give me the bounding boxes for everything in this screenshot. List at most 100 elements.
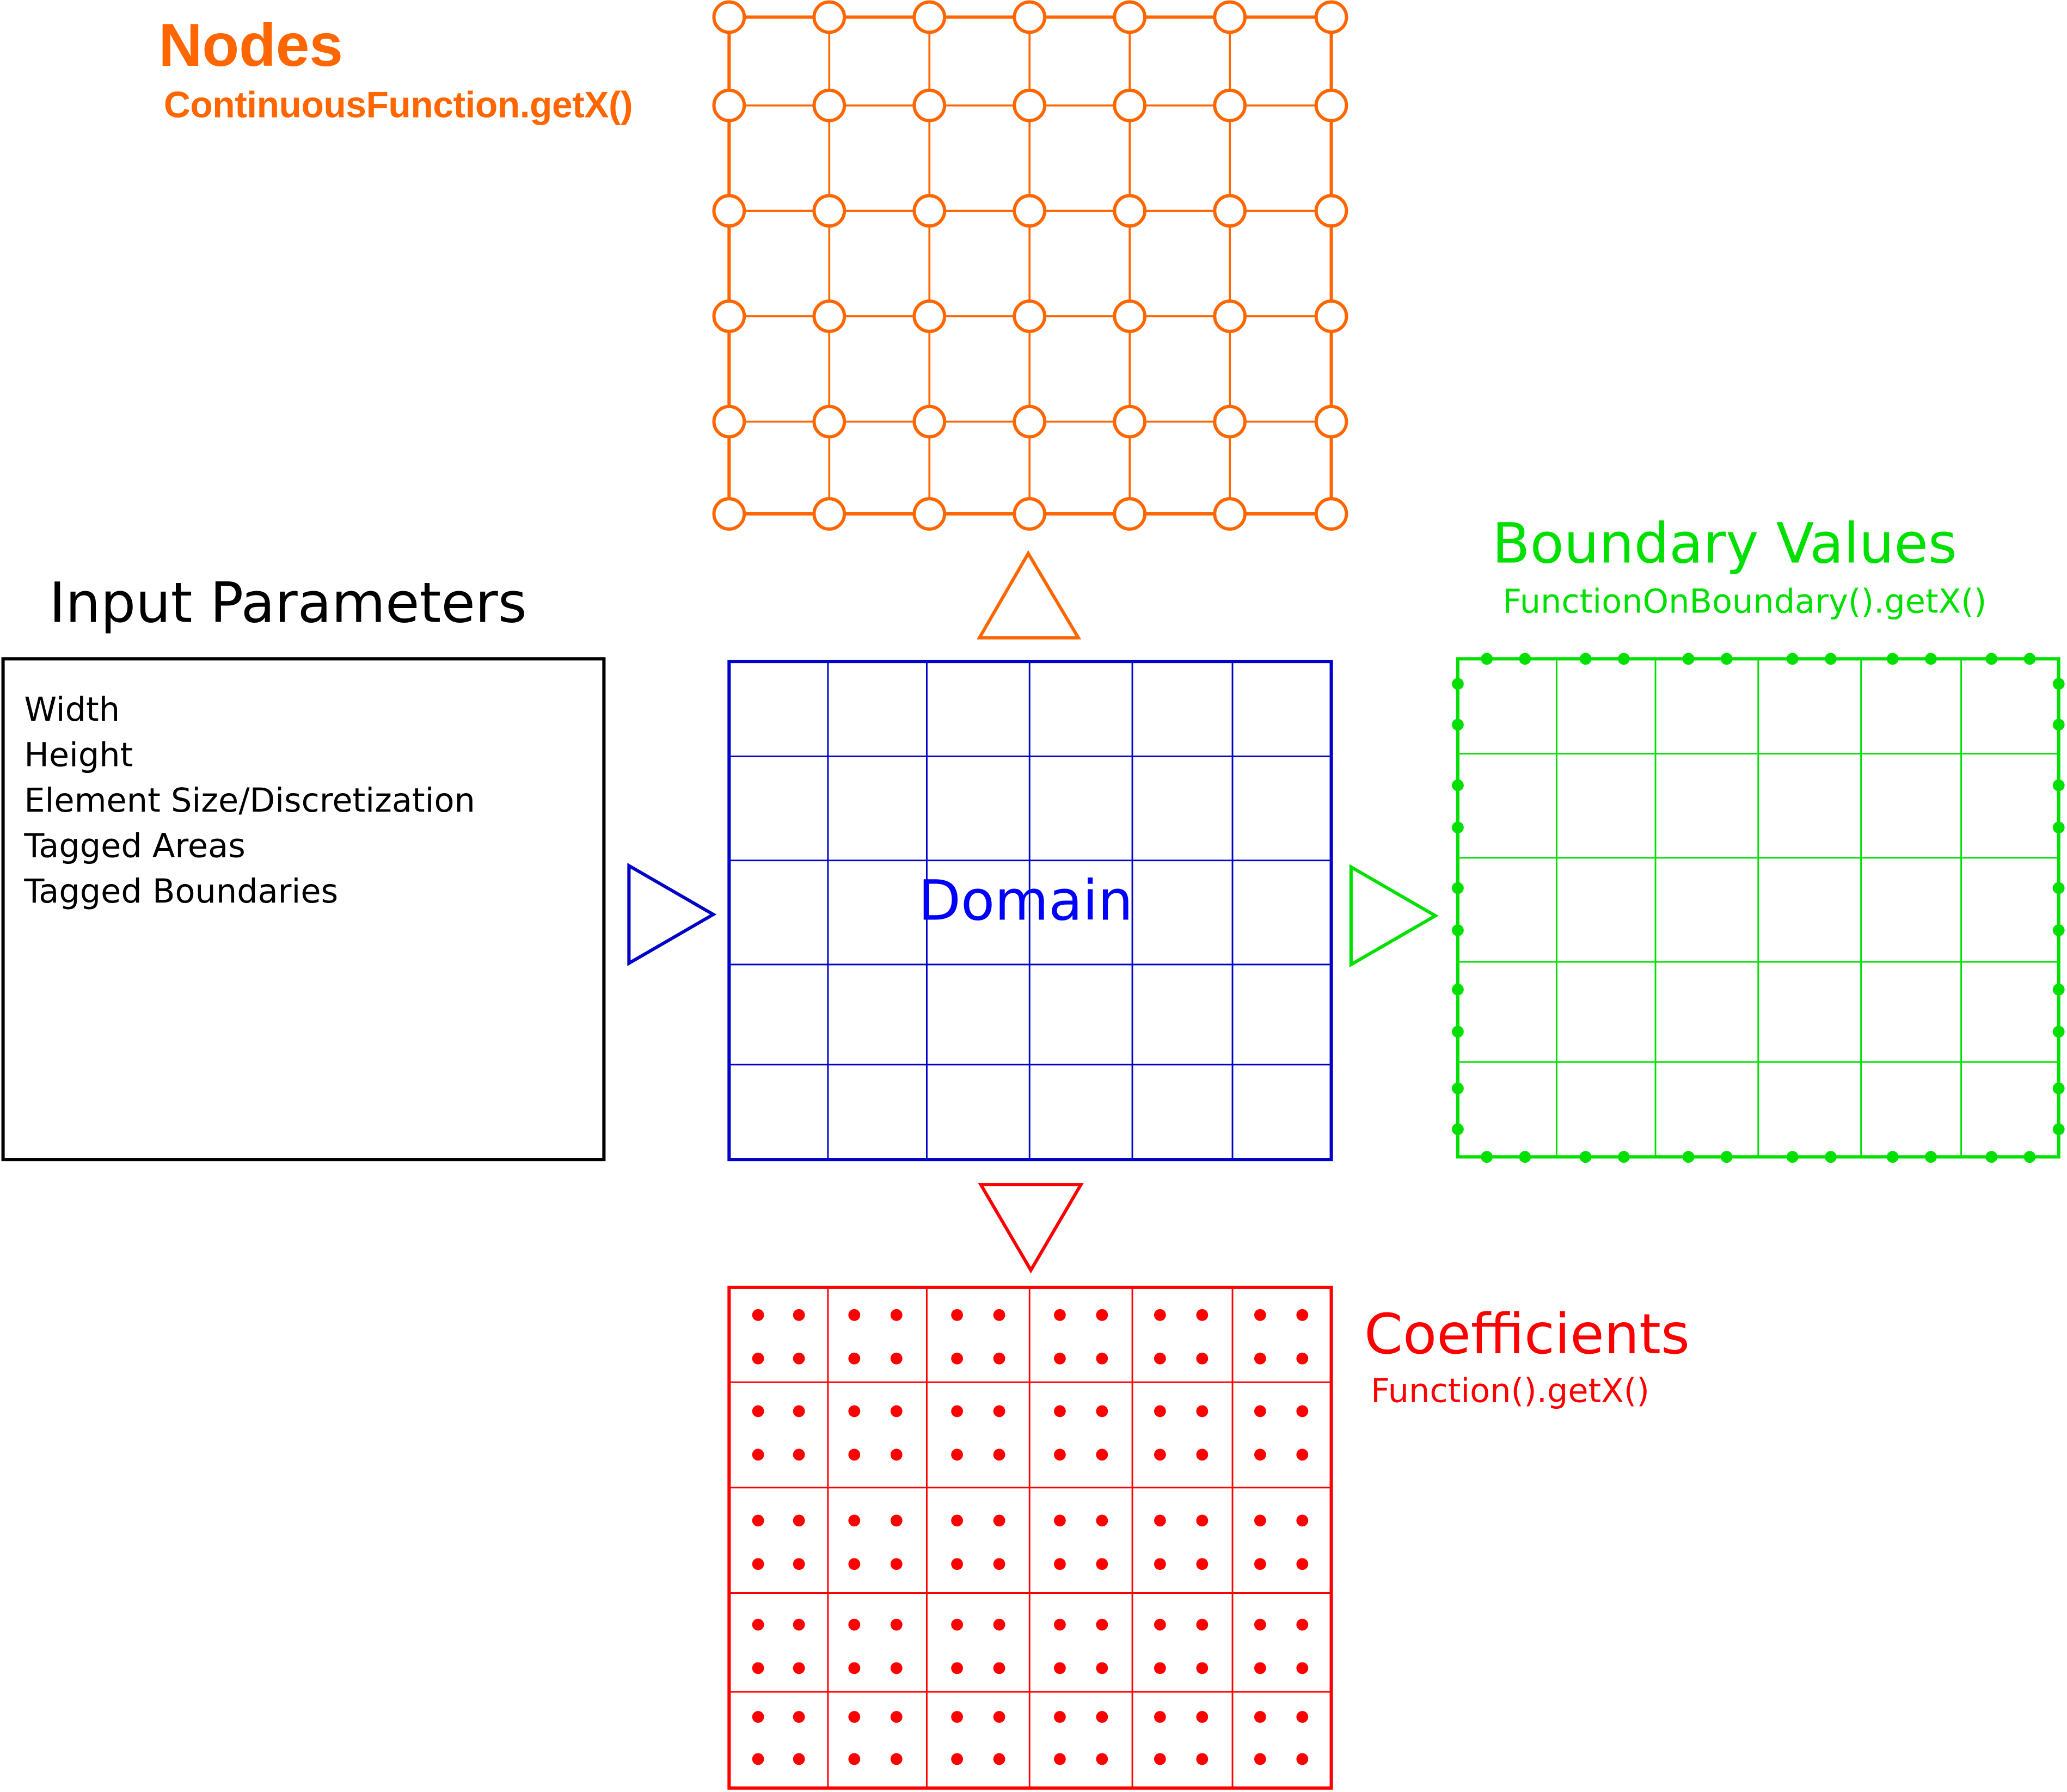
coefficient-dot — [993, 1309, 1005, 1321]
node-circle — [1113, 497, 1147, 531]
coefficient-dot — [848, 1711, 861, 1723]
boundary-dot — [1886, 1151, 1899, 1163]
coefficient-dot — [1054, 1352, 1066, 1365]
coefficient-dot — [890, 1558, 903, 1570]
coefficients-title: Coefficients — [1364, 1302, 1690, 1366]
coefficient-dot — [848, 1662, 861, 1674]
coefficient-dot — [1254, 1405, 1266, 1417]
coefficient-dot — [951, 1309, 963, 1321]
coefficient-dot — [1196, 1309, 1209, 1321]
node-circle — [1113, 0, 1147, 34]
coefficient-dot — [752, 1662, 764, 1674]
node-circle — [1013, 0, 1047, 34]
node-circle — [1314, 88, 1348, 122]
boundary-dot — [1682, 1151, 1695, 1163]
coefficient-dot — [890, 1352, 903, 1365]
boundary-dot — [1985, 1151, 1998, 1163]
boundary-dot — [1452, 678, 1464, 690]
input-parameters-box — [1, 657, 606, 1162]
input-parameter-item: Tagged Areas — [23, 827, 245, 866]
coefficient-dot — [793, 1662, 805, 1674]
coefficient-dot — [793, 1449, 805, 1461]
boundary-dot — [1682, 653, 1695, 665]
node-circle — [812, 497, 847, 531]
boundary-dot — [1618, 1151, 1630, 1163]
coefficient-dot — [890, 1514, 903, 1527]
node-circle — [1113, 88, 1147, 122]
coefficient-dot — [752, 1711, 764, 1723]
coefficient-dot — [993, 1352, 1005, 1365]
boundary-dot — [1786, 653, 1799, 665]
boundary-dot — [2052, 983, 2065, 996]
boundary-dot — [1481, 1151, 1493, 1163]
coefficient-dot — [1096, 1711, 1108, 1723]
node-circle — [912, 497, 947, 531]
boundary-dot — [2052, 779, 2065, 791]
node-circle — [712, 404, 746, 439]
boundary-dot — [1452, 924, 1464, 936]
coefficient-dot — [848, 1514, 861, 1527]
coefficient-dot — [951, 1405, 963, 1417]
node-circle — [812, 194, 847, 228]
coefficient-dot — [793, 1711, 805, 1723]
coefficient-dot — [752, 1309, 764, 1321]
coefficient-dot — [993, 1662, 1005, 1674]
coefficient-dot — [793, 1618, 805, 1631]
coefficient-dot — [1196, 1558, 1209, 1570]
node-circle — [912, 404, 947, 439]
coefficient-dot — [848, 1309, 861, 1321]
coefficient-dot — [890, 1618, 903, 1631]
node-circle — [712, 497, 746, 531]
boundary-dot — [1452, 719, 1464, 731]
boundary-dot — [1925, 1151, 1937, 1163]
coefficient-dot — [752, 1352, 764, 1365]
coefficient-dot — [793, 1514, 805, 1527]
coefficient-dot — [752, 1753, 764, 1765]
coefficient-dot — [951, 1662, 963, 1674]
boundary-dot — [1452, 779, 1464, 791]
coefficient-dot — [1154, 1309, 1166, 1321]
coefficient-dot — [1296, 1405, 1309, 1417]
coefficient-dot — [951, 1352, 963, 1365]
coefficient-dot — [1054, 1449, 1066, 1461]
coefficient-dot — [1154, 1753, 1166, 1765]
input-parameter-item: Width — [24, 691, 120, 729]
coefficient-dot — [848, 1558, 861, 1570]
coefficient-dot — [1296, 1514, 1309, 1527]
coefficient-dot — [1296, 1352, 1309, 1365]
coefficient-dot — [1096, 1753, 1108, 1765]
node-circle — [1314, 404, 1348, 439]
coefficient-dot — [993, 1558, 1005, 1570]
boundary-dot — [1618, 653, 1630, 665]
node-circle — [1213, 299, 1247, 333]
coefficient-dot — [752, 1618, 764, 1631]
coefficient-dot — [993, 1449, 1005, 1461]
boundary-dot — [2052, 1026, 2065, 1038]
coefficient-dot — [1096, 1309, 1108, 1321]
coefficient-dot — [1154, 1449, 1166, 1461]
node-circle — [1213, 88, 1247, 122]
coefficient-dot — [1154, 1514, 1166, 1527]
coefficient-dot — [951, 1558, 963, 1570]
coefficient-dot — [1096, 1449, 1108, 1461]
nodes-subtitle: ContinuousFunction.getX() — [164, 84, 633, 125]
coefficient-dot — [1296, 1618, 1309, 1631]
coefficient-dot — [890, 1753, 903, 1765]
coefficient-dot — [1096, 1514, 1108, 1527]
coefficient-dot — [1154, 1618, 1166, 1631]
coefficient-dot — [752, 1405, 764, 1417]
node-circle — [1213, 497, 1247, 531]
boundary-title: Boundary Values — [1492, 512, 1957, 576]
coefficient-dot — [1054, 1558, 1066, 1570]
node-circle — [1314, 497, 1348, 531]
boundary-dot — [1519, 653, 1531, 665]
boundary-dot — [2052, 882, 2065, 894]
coefficient-dot — [1054, 1753, 1066, 1765]
node-circle — [712, 194, 746, 228]
coefficient-dot — [1196, 1405, 1209, 1417]
coefficient-dot — [1254, 1711, 1266, 1723]
arrow-right-icon — [627, 863, 717, 966]
boundary-subtitle: FunctionOnBoundary().getX() — [1502, 583, 1986, 621]
